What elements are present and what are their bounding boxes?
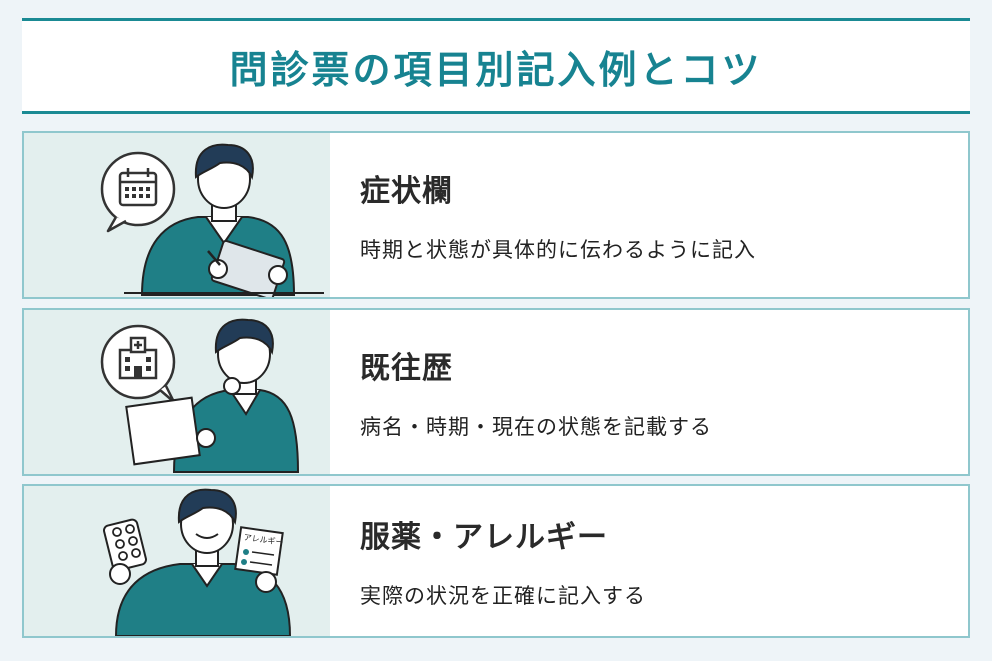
medication-heading: 服薬・アレルギー [360,520,608,555]
card-symptoms: 症状欄 時期と状態が具体的に伝わるように記入 [22,131,970,299]
symptoms-heading: 症状欄 [360,174,453,209]
person-writing [124,143,324,297]
title-banner: 問診票の項目別記入例とコツ [22,18,970,114]
calendar-icon [100,151,176,233]
pill-pack-icon [103,518,147,585]
hospital-icon [100,324,176,404]
medical-history-heading: 既往歴 [360,351,453,386]
person-thinking [125,318,300,473]
card-medical-history: 既往歴 病名・時期・現在の状態を記載する [22,308,970,476]
person-holding-items [114,488,292,636]
medication-illustration: アレルギー [24,486,330,636]
allergy-card: アレルギー [234,526,284,593]
page-title: 問診票の項目別記入例とコツ [229,47,763,92]
card-medication-allergy: アレルギー 服薬・アレルギー 実際の状況を正確に記入する [22,484,970,638]
medical-history-description: 病名・時期・現在の状態を記載する [360,415,712,439]
symptoms-illustration [24,133,330,297]
medication-description: 実際の状況を正確に記入する [360,584,646,608]
medical-history-illustration [24,310,330,474]
symptoms-description: 時期と状態が具体的に伝わるように記入 [360,238,756,262]
